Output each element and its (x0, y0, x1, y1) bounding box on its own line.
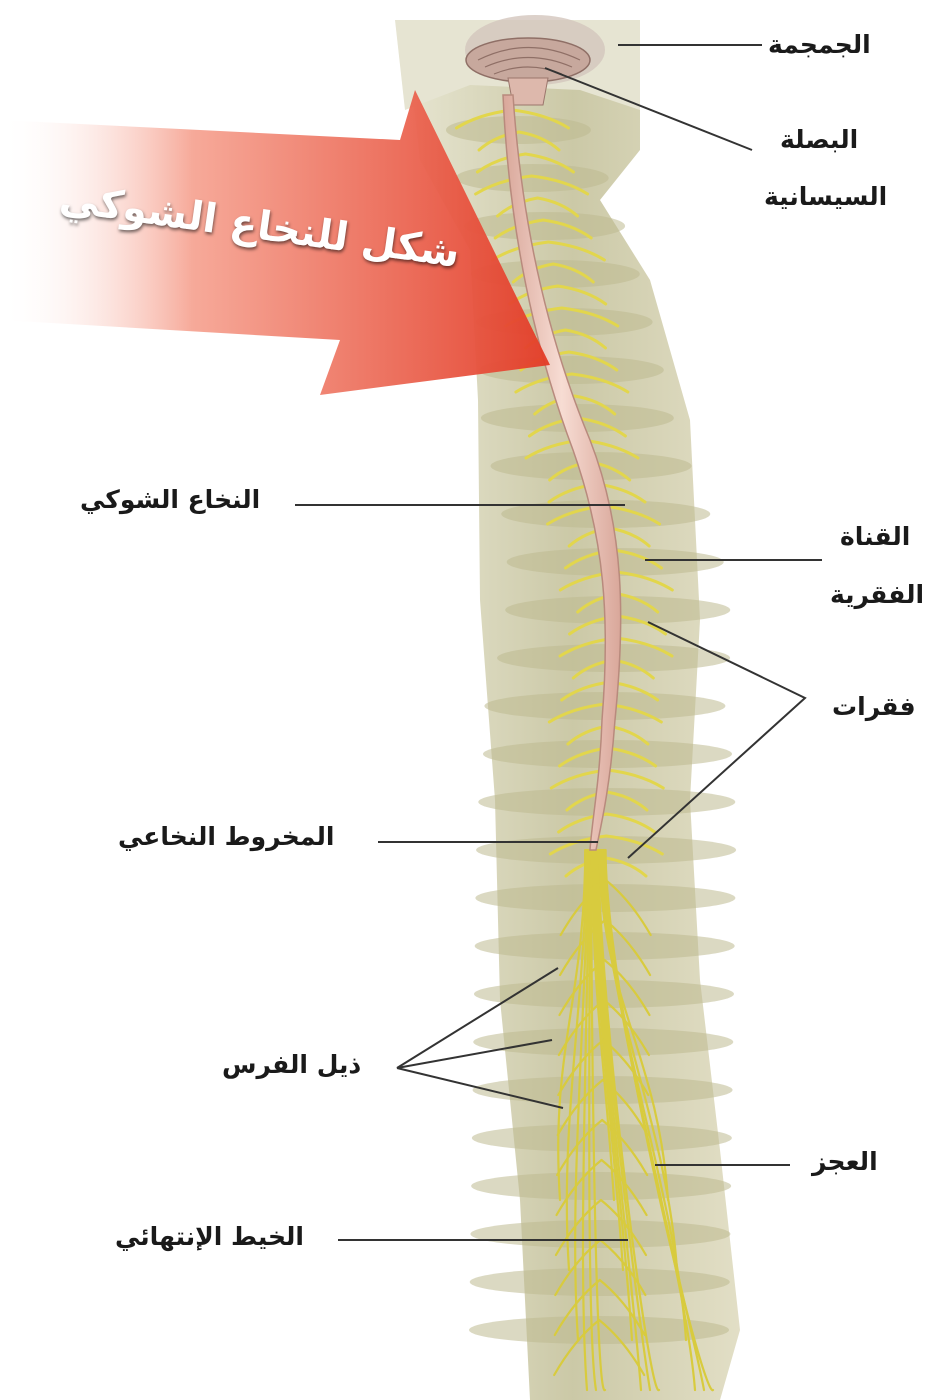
cauda-branch (557, 1038, 605, 1097)
label-cauda: ذيل الفرس (222, 1050, 362, 1079)
cauda-strand (596, 848, 652, 1392)
cauda-strand (588, 848, 598, 1392)
vertebra (470, 1220, 731, 1248)
cauda-branch (601, 1078, 649, 1137)
nerve-branch (563, 328, 607, 350)
cauda-branch (598, 1318, 646, 1377)
cauda-strand (599, 848, 679, 1272)
label-sacrum: العجز (812, 1147, 878, 1176)
leader-lines (295, 44, 822, 1241)
cauda-strand (591, 848, 616, 1202)
label-filum: الخيط الإنتهائي (115, 1222, 305, 1251)
nerve-branch (474, 174, 534, 196)
nerve-branch (570, 372, 630, 394)
cauda-branch (559, 878, 607, 937)
cauda-branch (602, 998, 650, 1057)
cauda-branch (558, 918, 607, 977)
cauda-branch (601, 1118, 649, 1177)
vertebra (455, 164, 609, 192)
nerve-branch (556, 284, 608, 306)
label-vertebrae: فقرات (832, 692, 916, 721)
nerve-branch (605, 812, 657, 834)
cauda-strand (581, 848, 590, 1392)
label-conus: المخروط النخاعي (118, 822, 335, 851)
nerve-branch (604, 856, 648, 878)
cauda-branch (603, 958, 651, 1017)
nerve-branch (523, 152, 575, 174)
leader-cauda-2 (396, 1039, 553, 1069)
nerve-branch (573, 394, 617, 416)
label-medulla-line1: البصلة (780, 125, 859, 154)
vertebra (478, 788, 736, 816)
cauda-strand (593, 848, 634, 1342)
leader-cauda-3 (396, 1067, 564, 1109)
label-spinal-cord: النخاع الشوكي (80, 485, 261, 514)
vertebra (445, 116, 591, 144)
cauda-branch (556, 1118, 604, 1177)
cauda-branch (599, 1238, 647, 1297)
vertebra (474, 932, 735, 960)
nerve-branch (604, 834, 664, 856)
label-skull: الجمجمة (768, 30, 871, 59)
leader-vertebrae (627, 621, 807, 859)
nerve-branch (616, 614, 668, 636)
cauda-branch (553, 1278, 601, 1337)
nerve-branch (547, 702, 607, 724)
nerve-branch (614, 636, 674, 658)
nerve-branch (616, 592, 660, 614)
banner-arrow (0, 90, 550, 395)
nerve-branch (536, 196, 580, 218)
nerve-branch (475, 152, 527, 174)
cauda-branch (558, 958, 606, 1017)
cauda-branch (604, 878, 652, 937)
nerve-branch (530, 174, 590, 196)
vertebra (471, 1172, 732, 1200)
spinal-cord (502, 94, 622, 851)
medulla (465, 37, 591, 106)
nerve-branch (551, 262, 595, 284)
nerve-branch (605, 768, 665, 790)
nerve-branch (541, 218, 593, 240)
cauda-equina-strands (553, 848, 715, 1392)
cauda-branch (557, 998, 605, 1057)
cauda-strand (590, 848, 607, 1392)
vertebra (469, 1268, 730, 1296)
nerve-branch (560, 306, 620, 328)
cauda-branch (598, 1278, 646, 1337)
vertebra (471, 1124, 732, 1152)
nerve-branch (605, 790, 649, 812)
cauda-strand (594, 848, 643, 1392)
nerve-branch (517, 130, 561, 152)
label-canal-line2: الفقرية (830, 580, 925, 609)
cauda-branch (602, 1038, 650, 1097)
nerve-branch (567, 350, 619, 372)
cauda-strand (565, 848, 588, 1272)
nerve-branch (510, 108, 570, 130)
cauda-branch (600, 1158, 648, 1217)
cauda-branch (603, 918, 652, 977)
leader-cauda-1 (396, 967, 559, 1069)
cauda-branch (554, 1238, 602, 1297)
nerve-branch (611, 548, 663, 570)
cauda-strand (574, 848, 589, 1342)
cauda-branch (553, 1318, 601, 1377)
nerve-branch (546, 240, 606, 262)
cauda-strand (597, 848, 661, 1392)
vertebra (464, 212, 626, 240)
cauda-branch (555, 1158, 603, 1217)
label-canal-line1: القناة (840, 522, 911, 551)
nerve-branch (614, 570, 674, 592)
label-medulla-line2: السيسانية (764, 182, 888, 211)
cauda-strand (557, 848, 587, 1202)
cauda-strand (592, 848, 625, 1272)
leader-medulla (544, 67, 753, 151)
vertebra (472, 1076, 733, 1104)
cauda-branch (554, 1198, 603, 1257)
cauda-branch (556, 1078, 604, 1137)
cauda-branch (599, 1198, 648, 1257)
